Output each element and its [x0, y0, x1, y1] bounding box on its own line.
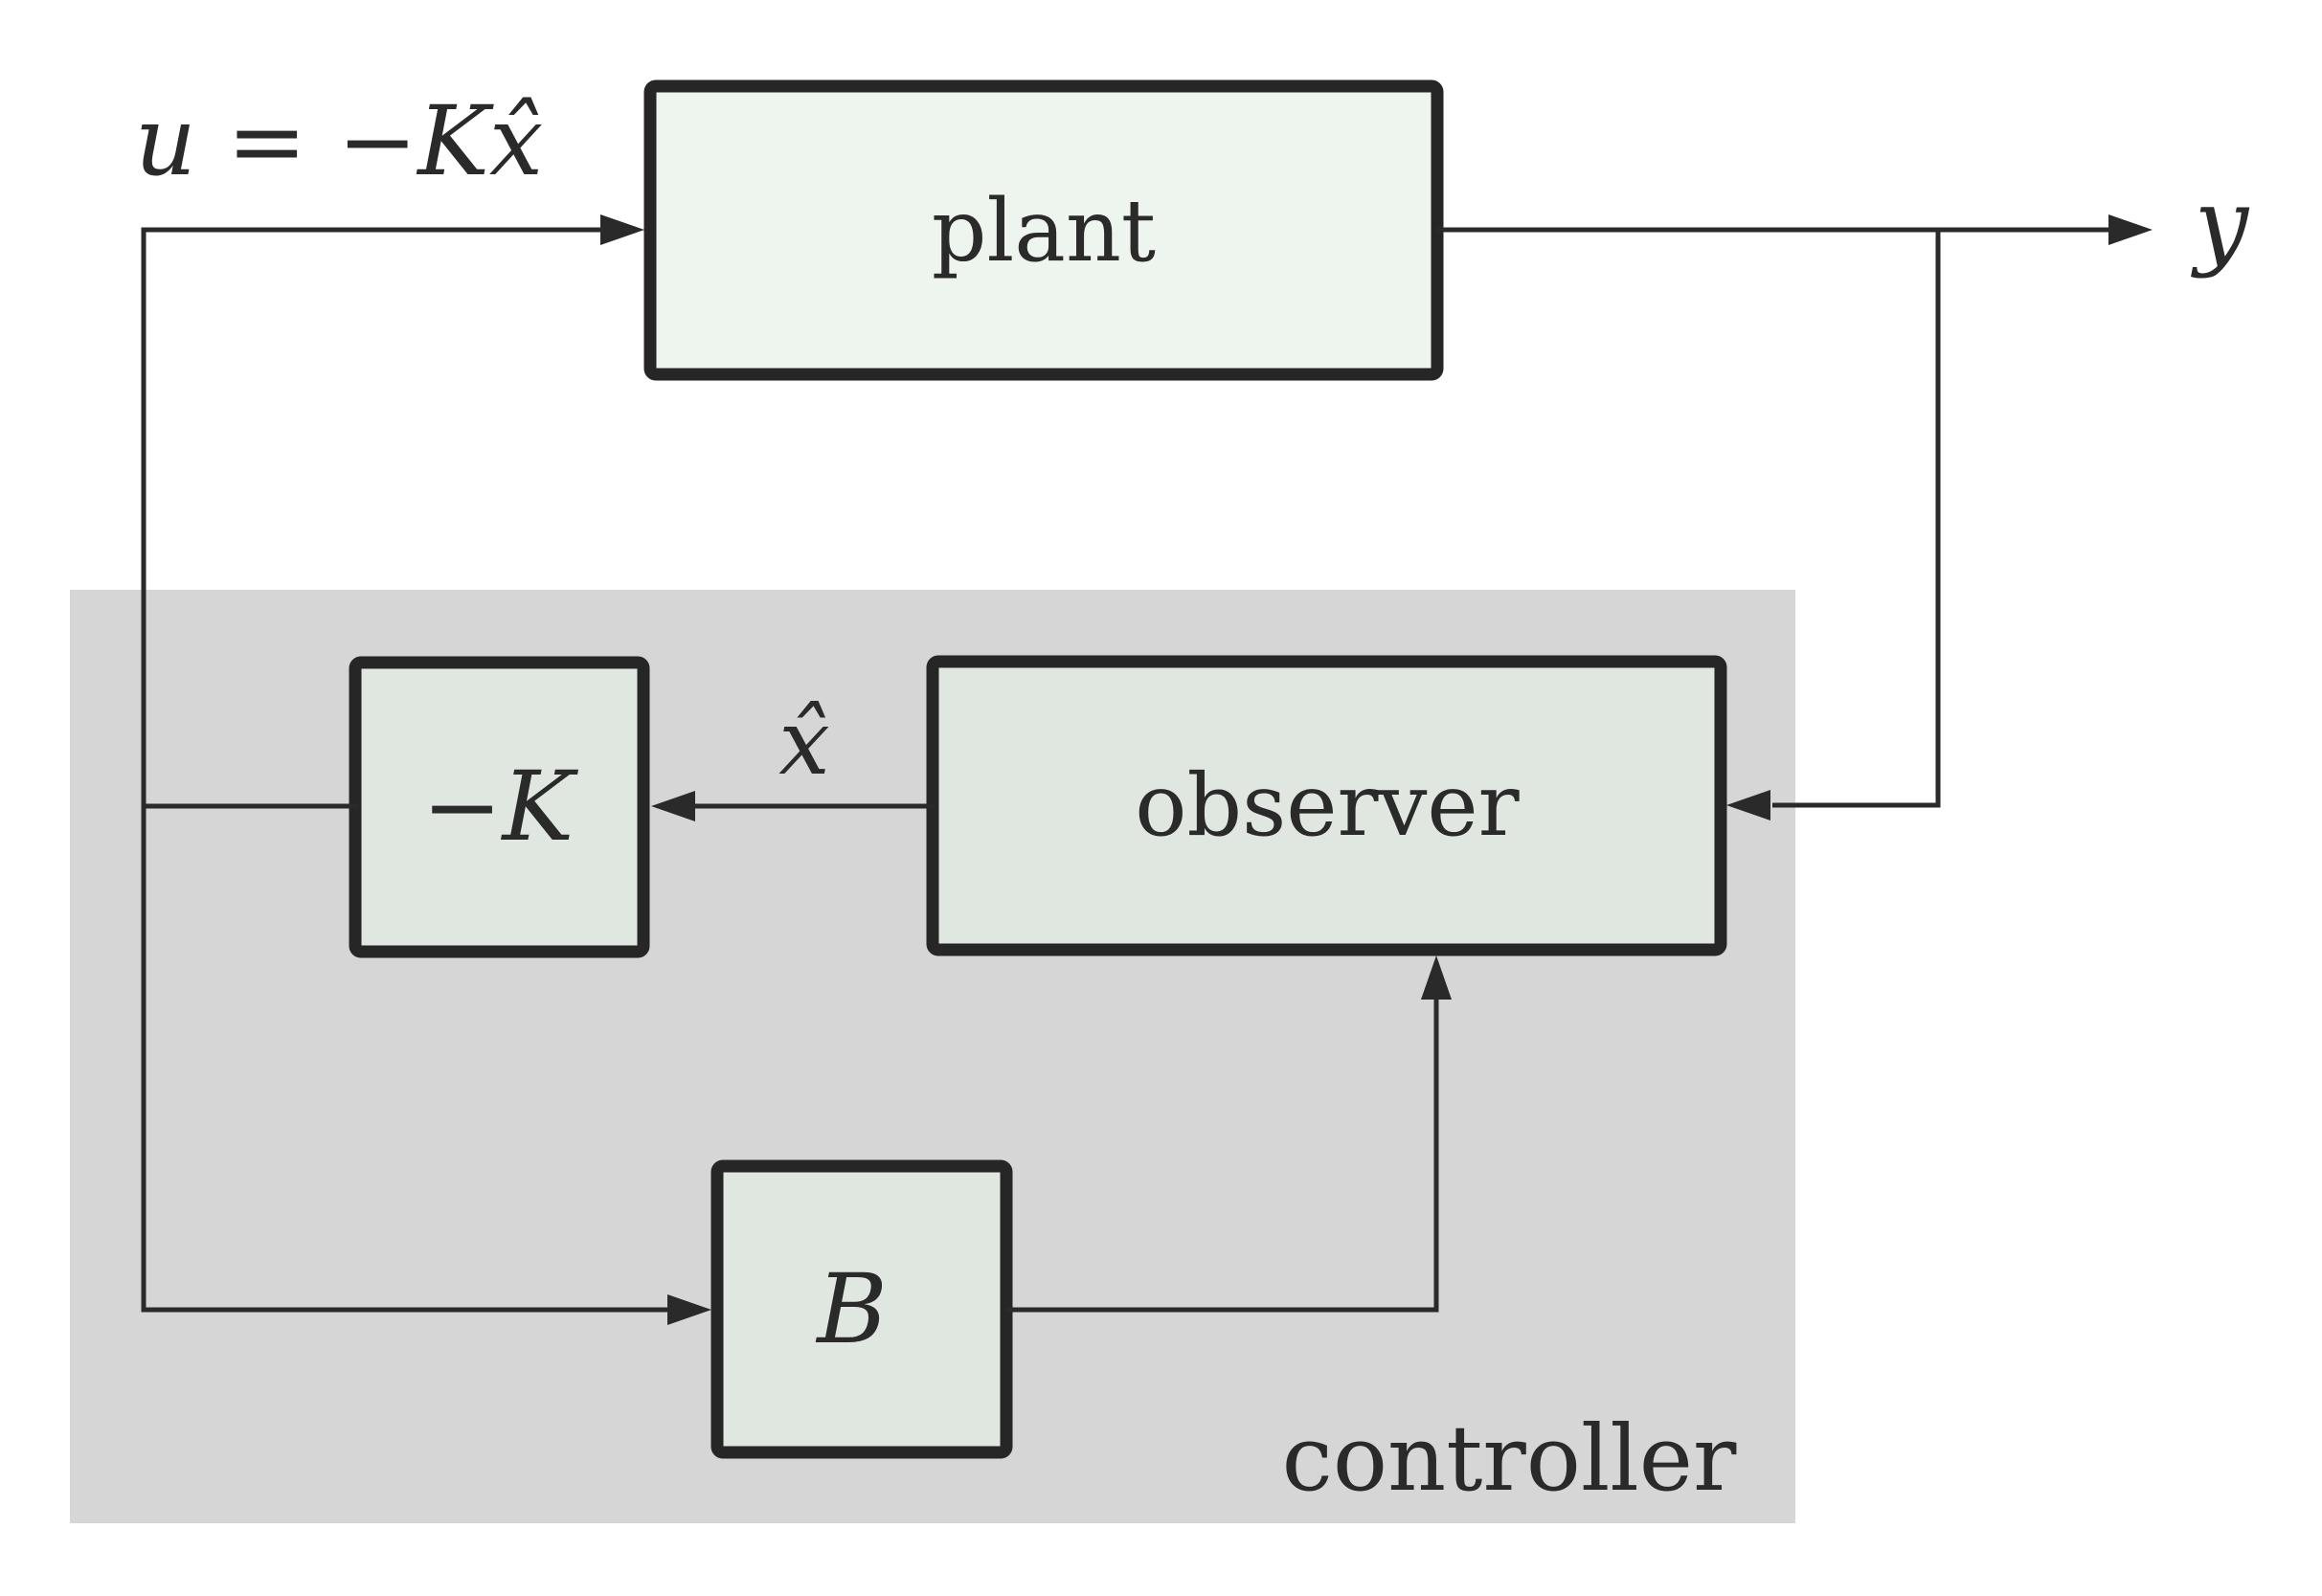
arrowhead-gain-input: [651, 791, 695, 821]
output-label: y: [2191, 168, 2250, 280]
xhat-label: x̂: [778, 690, 830, 796]
arrowhead-output-y: [2108, 214, 2153, 245]
output-to-observer-wire: [1772, 230, 1941, 808]
arrowhead-observer-bottom: [1421, 955, 1452, 1000]
plant-label: plant: [932, 181, 1156, 281]
b-output-wire: [1006, 998, 1439, 1313]
arrowhead-observer-input: [1726, 790, 1770, 820]
input-equation-label: u = −Kx̂: [135, 85, 544, 197]
arrowhead-b-input: [667, 1294, 711, 1325]
gain-label: −K: [422, 751, 579, 863]
observer-label: observer: [1135, 755, 1520, 856]
b-gain-label: B: [815, 1253, 888, 1365]
controller-label: controller: [1282, 1406, 1737, 1512]
u-feedback-wire: [141, 227, 670, 1313]
arrowhead-plant-input: [600, 214, 644, 245]
